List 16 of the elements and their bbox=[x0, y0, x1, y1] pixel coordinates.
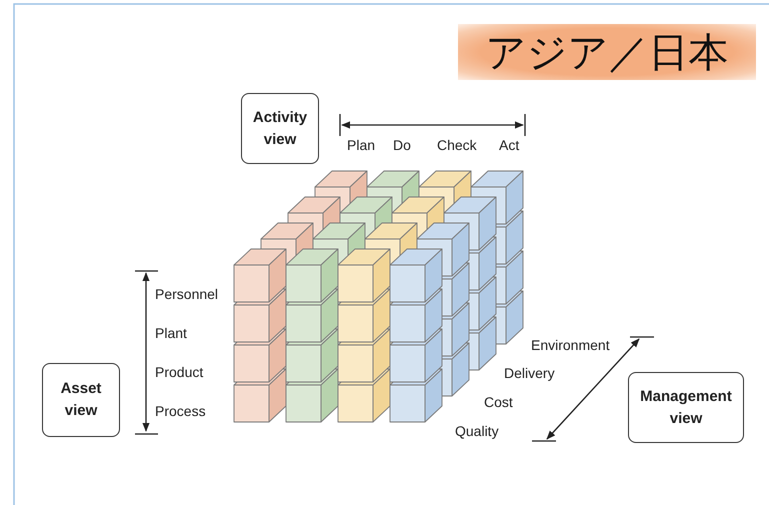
axis-label: Delivery bbox=[504, 366, 555, 380]
view-box: Activity view bbox=[241, 93, 319, 164]
axis-label: Product bbox=[155, 365, 204, 379]
axis-label: Cost bbox=[484, 395, 513, 409]
axis-label: Personnel bbox=[155, 287, 218, 301]
axis-label: Environment bbox=[531, 338, 610, 352]
view-box: Asset view bbox=[42, 363, 120, 437]
view-box: Management view bbox=[628, 372, 744, 443]
axis-label: Plant bbox=[155, 326, 187, 340]
axis-label: Act bbox=[499, 138, 520, 152]
axis-label: Plan bbox=[347, 138, 376, 152]
axis-label: Quality bbox=[455, 424, 499, 438]
axis-label: Process bbox=[155, 404, 206, 418]
axis-label: Check bbox=[437, 138, 477, 152]
axis-label: Do bbox=[393, 138, 411, 152]
title-banner: アジア／日本 bbox=[458, 24, 756, 80]
